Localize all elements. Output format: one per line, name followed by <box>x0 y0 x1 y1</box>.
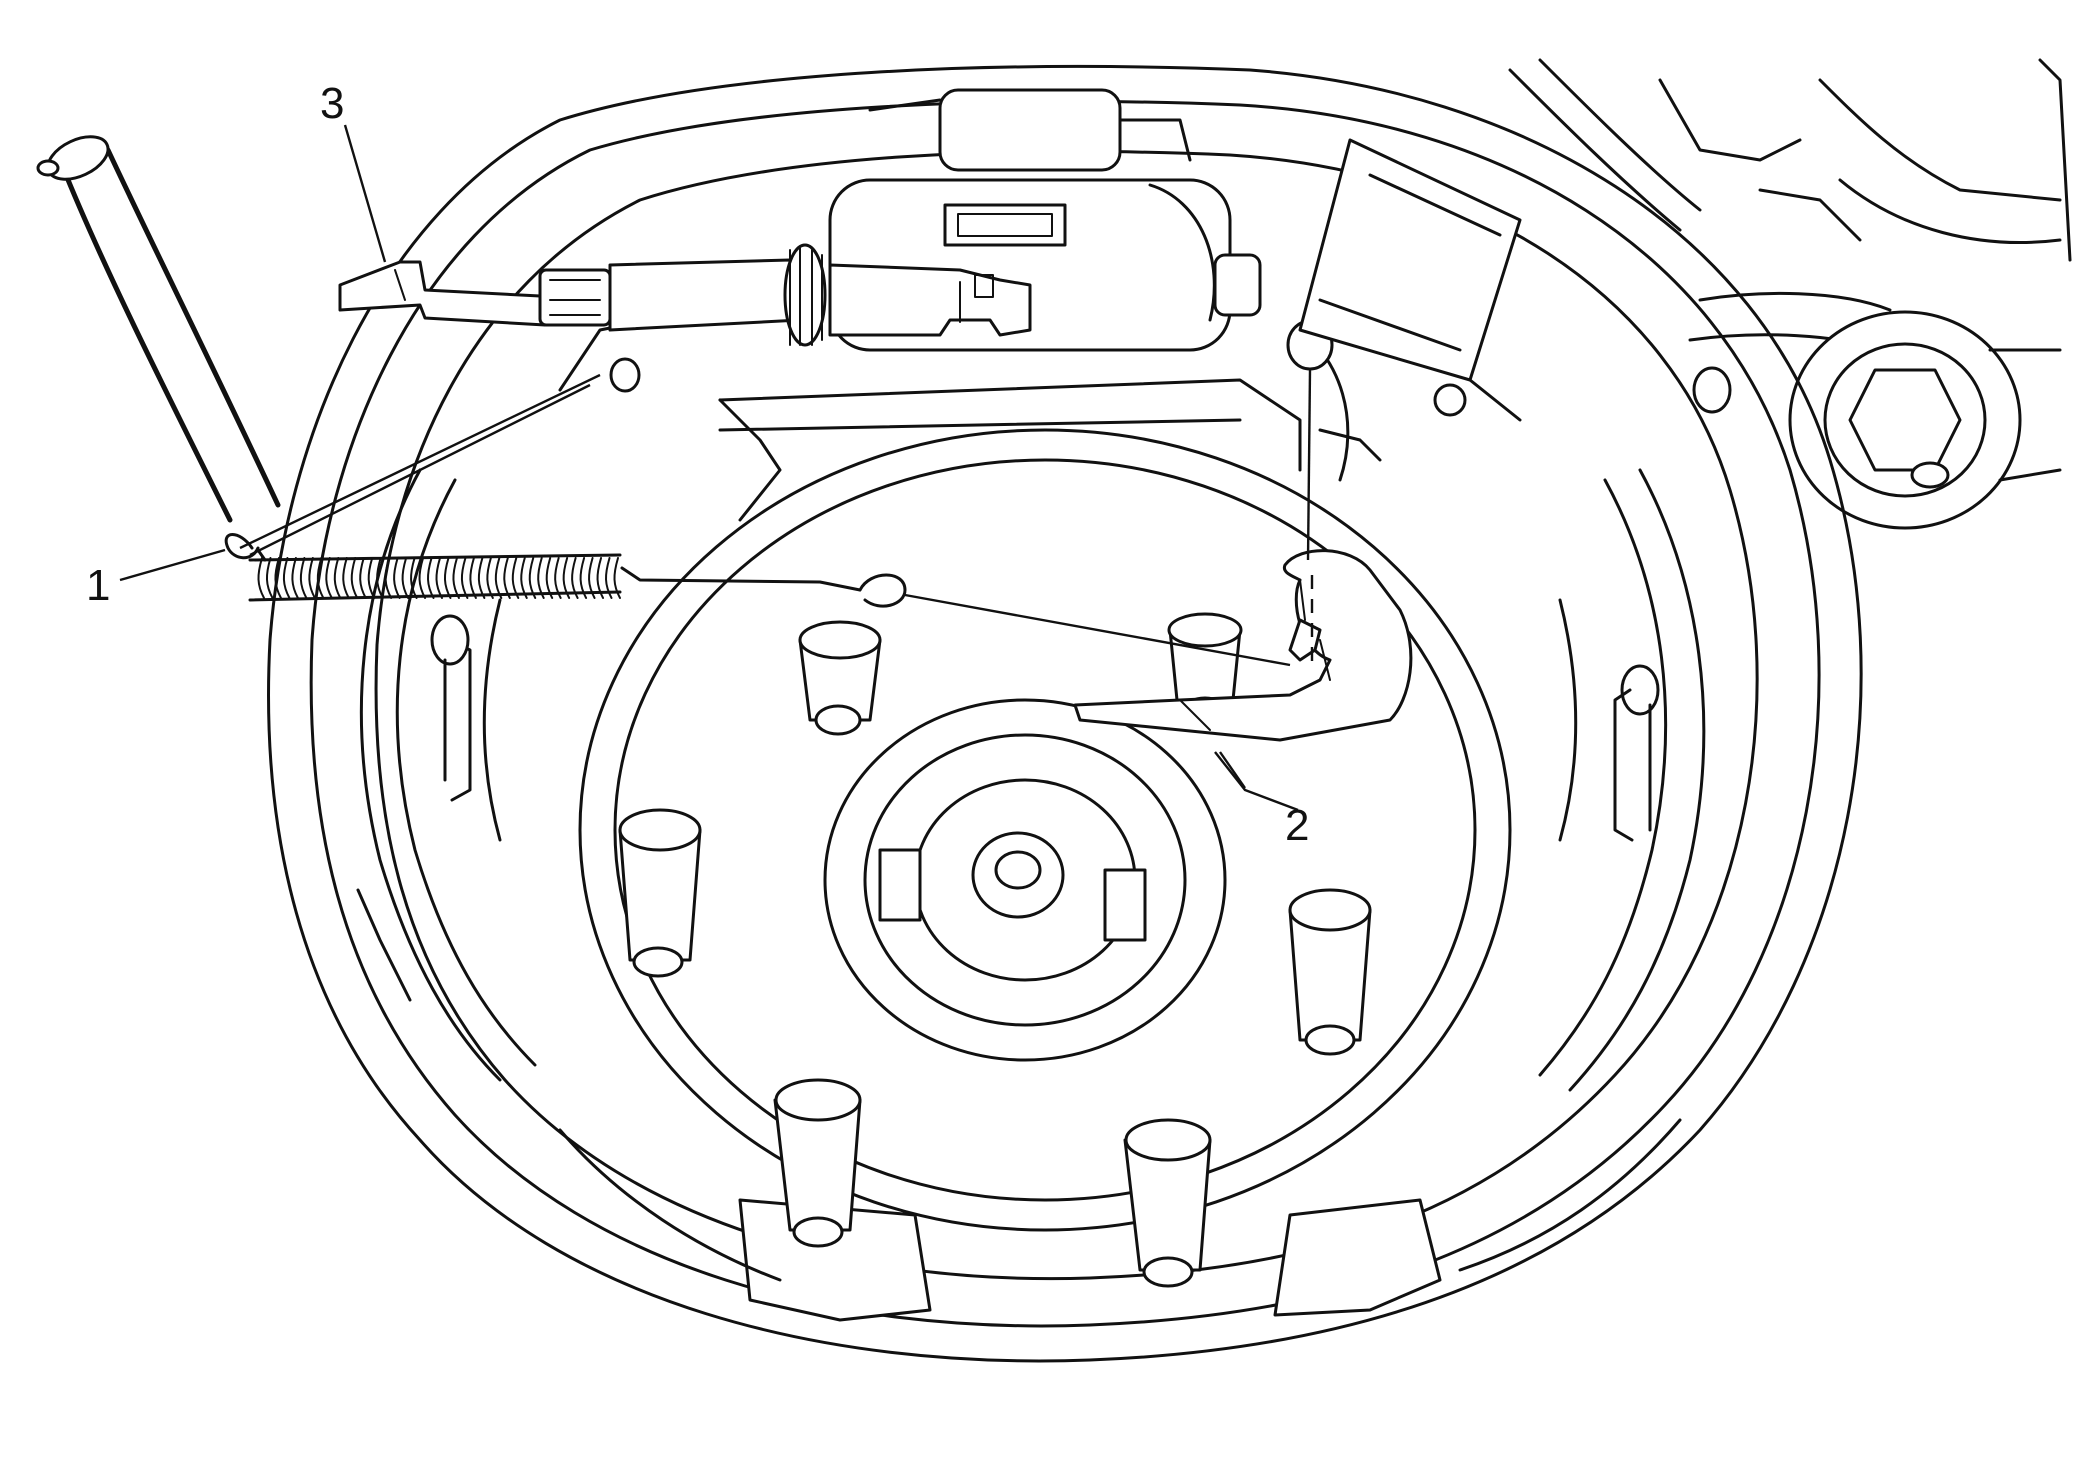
spring-coil <box>427 557 435 599</box>
spring-coil <box>562 557 571 599</box>
spring-coil <box>477 557 486 599</box>
wheel-studs <box>618 612 1372 1288</box>
spring-coil <box>257 557 265 599</box>
wheel-stud <box>618 808 702 978</box>
spring-coil <box>596 557 605 599</box>
brake-cable <box>36 135 281 523</box>
backing-plate <box>267 65 1863 1363</box>
callout-3: 3 <box>320 79 344 128</box>
spring-coil <box>511 557 520 599</box>
adjuster-assembly <box>338 243 1032 347</box>
spring-coil <box>308 557 316 599</box>
spring-coil <box>401 557 410 599</box>
spring-coil <box>282 557 291 599</box>
leader-line-3 <box>343 124 387 263</box>
spring-coil <box>452 557 460 599</box>
spring-coil <box>537 557 545 599</box>
spring-coil <box>571 557 579 599</box>
leader-line-lever-to-pin <box>1306 369 1312 561</box>
spring-coil <box>554 557 562 599</box>
spring-coil <box>274 557 282 599</box>
spring-coil <box>588 557 596 599</box>
spring-coil <box>503 557 511 599</box>
upper-bracket <box>1298 138 1732 422</box>
wheel-stud <box>773 1078 862 1248</box>
spring-coil <box>299 557 308 599</box>
leader-line-spring-to-lever <box>904 593 1291 667</box>
spring-coil <box>613 557 621 599</box>
leader-lines <box>119 124 1314 812</box>
suspension-structure <box>1508 58 2072 530</box>
spring-coil <box>435 557 443 599</box>
spring-coil <box>393 557 401 599</box>
spring-coil <box>325 557 333 599</box>
spring-coil <box>579 557 588 599</box>
spring-coil <box>376 557 384 599</box>
leader-line-1-upper <box>239 373 601 550</box>
spring-coil <box>605 557 613 599</box>
spring-coil <box>359 557 367 599</box>
spring-coil <box>384 557 393 599</box>
leader-line-1-spring <box>249 383 591 557</box>
leader-line-2-ext <box>1214 751 1299 812</box>
callout-1: 1 <box>86 561 110 610</box>
callout-2: 2 <box>1285 801 1309 850</box>
spring-coil <box>469 557 477 599</box>
spring-coil <box>342 557 350 599</box>
spring-coil <box>291 557 299 599</box>
leader-line-1 <box>119 548 226 582</box>
spring-coil <box>333 557 342 599</box>
spring-coil <box>528 557 537 599</box>
spring-coil <box>316 557 325 599</box>
leader-line-2 <box>1219 751 1246 789</box>
wheel-stud <box>1123 1118 1212 1288</box>
spring-coil <box>367 557 376 599</box>
wheel-stud <box>798 620 882 736</box>
spring-coil <box>494 557 503 599</box>
left-brake-shoe <box>356 468 537 1082</box>
spring-coil <box>350 557 359 599</box>
spring-coil <box>443 557 452 599</box>
spring-coil <box>486 557 494 599</box>
return-spring <box>224 533 907 608</box>
rotor-hub <box>578 428 1512 1232</box>
wheel-stud <box>1288 888 1372 1056</box>
spring-coil <box>410 557 418 599</box>
spring-coil <box>265 557 274 599</box>
spring-coil <box>460 557 469 599</box>
spring-coil <box>520 557 528 599</box>
support-plate <box>558 318 1382 522</box>
right-brake-shoe <box>1538 468 1706 1092</box>
